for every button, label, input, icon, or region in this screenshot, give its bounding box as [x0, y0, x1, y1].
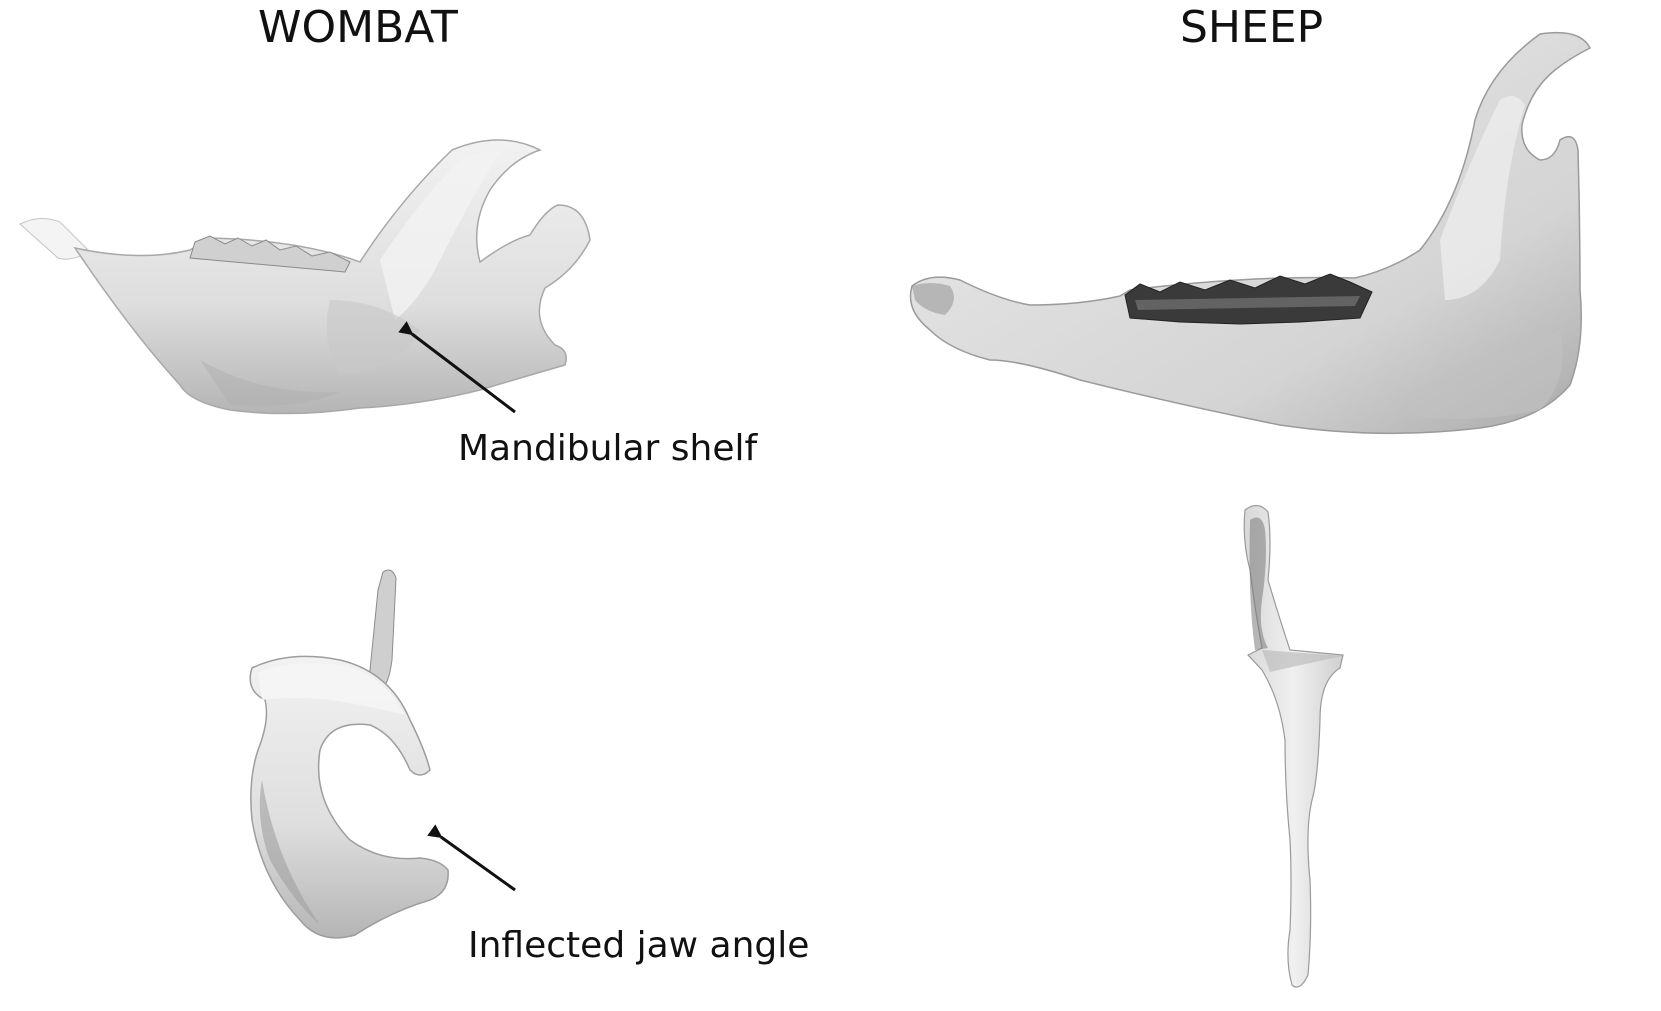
inflected-jaw-angle-arrow — [427, 824, 516, 892]
wombat-mandible-posterior — [249, 569, 449, 939]
sheep-mandible-posterior — [1243, 504, 1344, 988]
mandibular-shelf-label: Mandibular shelf — [458, 428, 758, 469]
wombat-mandible-lateral — [19, 139, 591, 415]
inflected-jaw-angle-label: Inflected jaw angle — [468, 925, 810, 966]
sheep-column-title: SHEEP — [1180, 2, 1324, 53]
mandibular-shelf-arrow — [398, 321, 516, 414]
sheep-mandible-lateral — [909, 31, 1592, 435]
wombat-column-title: WOMBAT — [258, 2, 458, 53]
